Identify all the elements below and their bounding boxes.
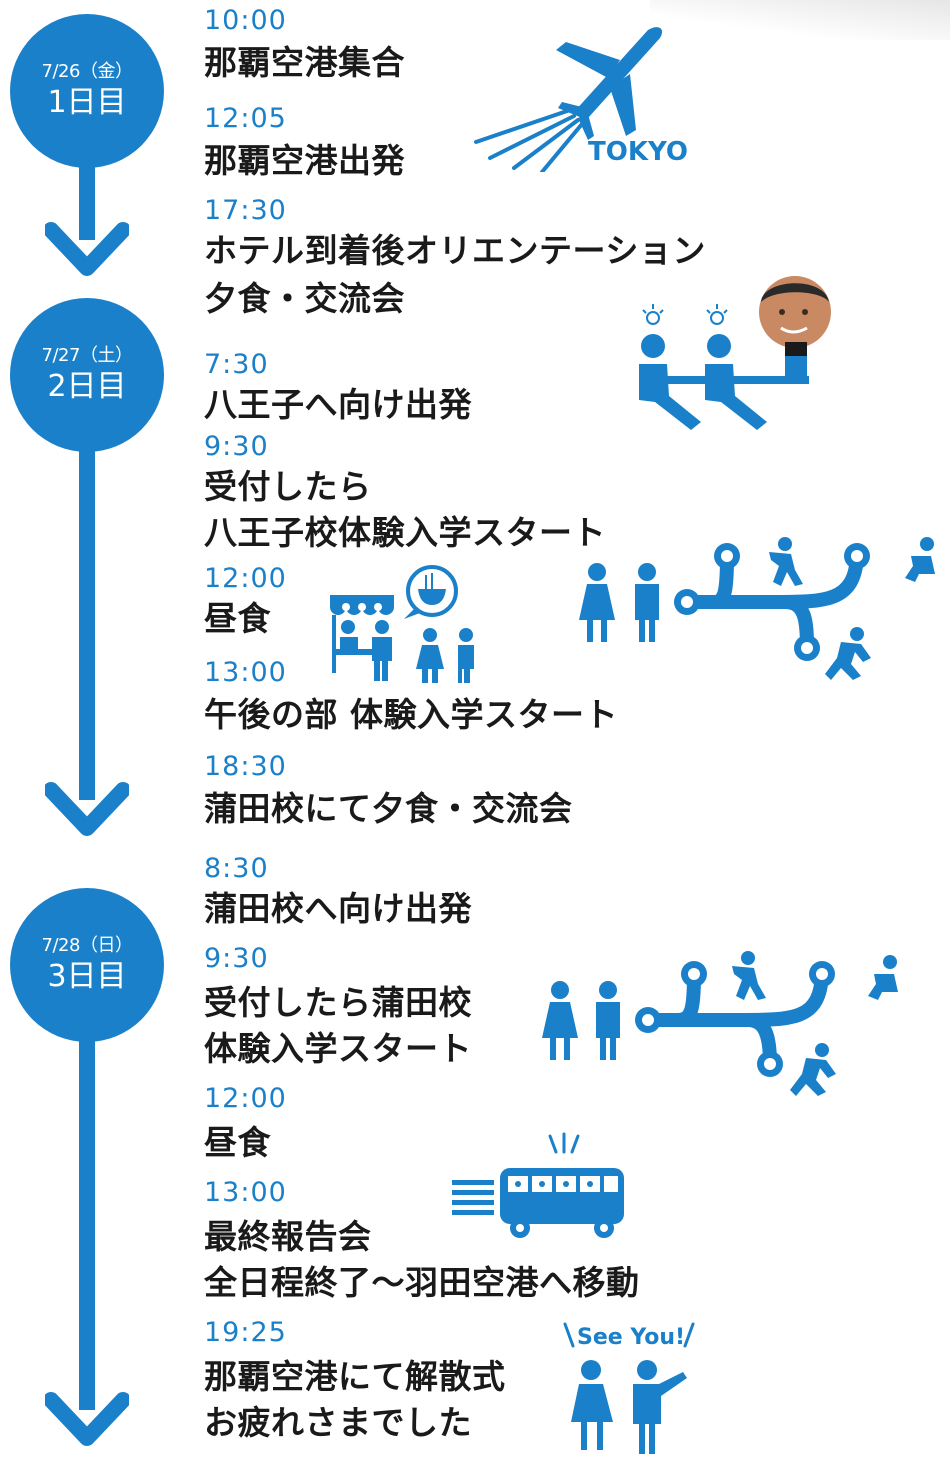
day-label: 2日目 — [47, 369, 127, 404]
event-title: 八王子校体験入学スタート — [204, 513, 606, 552]
event-title: 午後の部 体験入学スタート — [204, 695, 618, 734]
day-date: 7/26（金） — [41, 61, 133, 82]
event-time: 19:25 — [204, 1317, 287, 1348]
meeting-icon — [639, 276, 831, 430]
event-title: 八王子へ向け出発 — [204, 385, 472, 424]
event-time: 17:30 — [204, 195, 287, 226]
event-title: 昼食 — [204, 1123, 271, 1162]
event-title: 那覇空港にて解散式 — [204, 1357, 506, 1396]
corner-shadow — [650, 0, 950, 40]
event-title: 昼食 — [204, 599, 271, 638]
day-marker-1: 7/26（金） 1日目 — [10, 14, 164, 168]
event-title: 全日程終了～羽田空港へ移動 — [204, 1263, 640, 1302]
event-title: 受付したら蒲田校 — [204, 983, 472, 1022]
event-time: 10:00 — [204, 5, 287, 36]
tokyo-label: TOKYO — [588, 137, 688, 167]
event-time: 12:05 — [204, 103, 287, 134]
event-title: 受付したら — [204, 467, 372, 506]
arrow-down-icon — [45, 222, 129, 276]
airplane-icon: TOKYO — [474, 27, 688, 172]
arrow-down-icon — [45, 782, 129, 836]
event-time: 9:30 — [204, 431, 269, 462]
day-date: 7/28（日） — [41, 935, 133, 956]
ramen-shop-icon — [330, 565, 474, 683]
event-time: 8:30 — [204, 853, 269, 884]
event-title: 蒲田校にて夕食・交流会 — [204, 789, 573, 828]
timeline-line-day3 — [79, 990, 95, 1410]
event-time: 7:30 — [204, 349, 269, 380]
day-date: 7/27（土） — [41, 345, 133, 366]
event-time: 13:00 — [204, 657, 287, 688]
event-title: 蒲田校へ向け出発 — [204, 889, 472, 928]
day-marker-3: 7/28（日） 3日目 — [10, 888, 164, 1042]
event-title: 那覇空港出発 — [204, 141, 405, 180]
event-time: 18:30 — [204, 751, 287, 782]
event-title: 夕食・交流会 — [204, 279, 405, 318]
see-you-label: See You! — [577, 1325, 685, 1350]
event-title: 体験入学スタート — [204, 1029, 472, 1068]
career-branch-icon — [579, 537, 935, 680]
event-title: 最終報告会 — [204, 1217, 372, 1256]
event-time: 9:30 — [204, 943, 269, 974]
event-title: 那覇空港集合 — [204, 43, 405, 82]
career-branch-icon — [542, 951, 898, 1096]
arrow-down-icon — [45, 1392, 129, 1446]
timeline-line-day2 — [79, 400, 95, 800]
event-time: 12:00 — [204, 563, 287, 594]
event-title: ホテル到着後オリエンテーション — [204, 231, 706, 270]
bus-icon — [452, 1132, 624, 1238]
day-marker-2: 7/27（土） 2日目 — [10, 298, 164, 452]
event-time: 13:00 — [204, 1177, 287, 1208]
event-time: 12:00 — [204, 1083, 287, 1114]
day-label: 3日目 — [47, 959, 127, 994]
event-title: お疲れさまでした — [204, 1403, 472, 1442]
see-you-icon: See You! — [563, 1322, 695, 1454]
day-label: 1日目 — [47, 85, 127, 120]
